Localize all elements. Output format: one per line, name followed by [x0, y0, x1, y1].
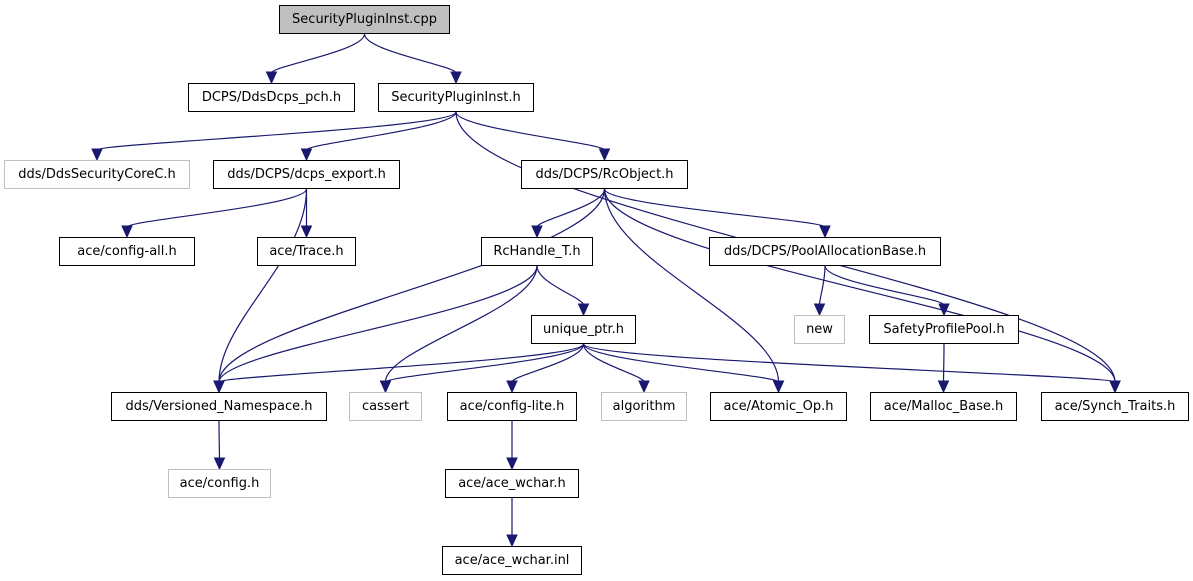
edge-root-pch: [270, 33, 366, 74]
edge-export-vns: [218, 188, 308, 383]
node-securityplugininst-h[interactable]: SecurityPluginInst.h: [378, 83, 534, 112]
arrowhead-export-trace: [300, 225, 313, 239]
edge-pool-new: [818, 265, 826, 306]
node-versioned-namespace-h[interactable]: dds/Versioned_Namespace.h: [111, 392, 327, 421]
arrowhead-rchandle-uptr: [577, 303, 590, 317]
arrowhead-export-cfgall: [121, 225, 133, 239]
arrowhead-uptr-synch: [1109, 380, 1121, 394]
arrowhead-uptr-vns: [213, 380, 225, 394]
edge-safety-malloc: [942, 343, 945, 383]
node-ddsdcps-pch-h[interactable]: DCPS/DdsDcps_pch.h: [188, 83, 355, 112]
node-ace-wchar-h[interactable]: ace/ace_wchar.h: [445, 469, 579, 498]
edge-root-spi_h: [363, 33, 457, 74]
edge-rcobj-atomic: [603, 188, 780, 383]
edge-export-cfgall: [126, 188, 308, 228]
arrowhead-root-spi_h: [450, 71, 462, 85]
arrowhead-spi_h-corec: [91, 148, 103, 162]
arrowhead-uptr-atomic: [772, 380, 785, 394]
node-config-all-h[interactable]: ace/config-all.h: [59, 237, 195, 266]
arrowhead-pool-new: [813, 303, 826, 317]
arrowhead-safety-malloc: [937, 380, 950, 394]
node-synch-traits-h[interactable]: ace/Synch_Traits.h: [1041, 392, 1189, 421]
edge-rchandle-vns: [218, 265, 538, 383]
arrowhead-uptr-algorithm: [638, 380, 650, 394]
edge-vns-config: [218, 420, 221, 460]
arrowhead-rcobj-pool: [819, 225, 831, 239]
edge-spi_h-corec: [96, 111, 457, 151]
edge-uptr-cassert: [384, 343, 585, 383]
arrowhead-spi_h-export: [300, 148, 313, 162]
edge-rcobj-vns: [218, 188, 606, 383]
node-securityplugininst-cpp[interactable]: SecurityPluginInst.cpp: [279, 5, 450, 34]
node-rcobject-h[interactable]: dds/DCPS/RcObject.h: [521, 160, 688, 189]
edge-spi_h-export: [305, 111, 457, 151]
arrowhead-cfglite-wchar: [506, 457, 518, 471]
arrowhead-wchar-wcharinl: [506, 534, 518, 548]
arrowhead-root-pch: [265, 71, 278, 85]
arrowhead-pool-safety: [938, 303, 950, 317]
node-config-lite-h[interactable]: ace/config-lite.h: [447, 392, 577, 421]
edge-uptr-atomic: [582, 343, 780, 383]
edge-uptr-cfglite: [511, 343, 585, 383]
node-cassert[interactable]: cassert: [349, 392, 422, 421]
arrowhead-uptr-cassert: [379, 380, 392, 394]
node-new[interactable]: new: [794, 315, 845, 344]
node-ddssecuritycorec-h[interactable]: dds/DdsSecurityCoreC.h: [4, 160, 190, 189]
arrowhead-spi_h-rcobj: [598, 148, 611, 162]
node-trace-h[interactable]: ace/Trace.h: [257, 237, 356, 266]
edge-uptr-vns: [218, 343, 585, 383]
node-safetyprofilepool-h[interactable]: SafetyProfilePool.h: [869, 315, 1019, 344]
node-unique-ptr-h[interactable]: unique_ptr.h: [531, 315, 636, 344]
node-config-h[interactable]: ace/config.h: [168, 469, 271, 498]
node-dcps-export-h[interactable]: dds/DCPS/dcps_export.h: [213, 160, 400, 189]
edge-rchandle-uptr: [536, 265, 585, 306]
node-poolallocationbase-h[interactable]: dds/DCPS/PoolAllocationBase.h: [709, 237, 941, 266]
edge-pool-safety: [824, 265, 945, 306]
edge-rcobj-synch: [603, 188, 1116, 383]
node-atomic-op-h[interactable]: ace/Atomic_Op.h: [710, 392, 847, 421]
edge-spi_h-rcobj: [455, 111, 606, 151]
edge-rcobj-pool: [603, 188, 826, 228]
edge-uptr-synch: [582, 343, 1116, 383]
edge-rchandle-cassert: [384, 265, 538, 383]
node-ace-wchar-inl[interactable]: ace/ace_wchar.inl: [442, 546, 582, 575]
arrowhead-uptr-cfglite: [506, 380, 518, 394]
node-rchandle-t-h[interactable]: RcHandle_T.h: [481, 237, 593, 266]
edge-uptr-algorithm: [582, 343, 645, 383]
node-malloc-base-h[interactable]: ace/Malloc_Base.h: [870, 392, 1017, 421]
edge-rcobj-rchandle: [536, 188, 606, 228]
node-algorithm[interactable]: algorithm: [601, 392, 687, 421]
arrowhead-rcobj-rchandle: [531, 225, 543, 239]
arrowhead-vns-config: [213, 457, 226, 471]
